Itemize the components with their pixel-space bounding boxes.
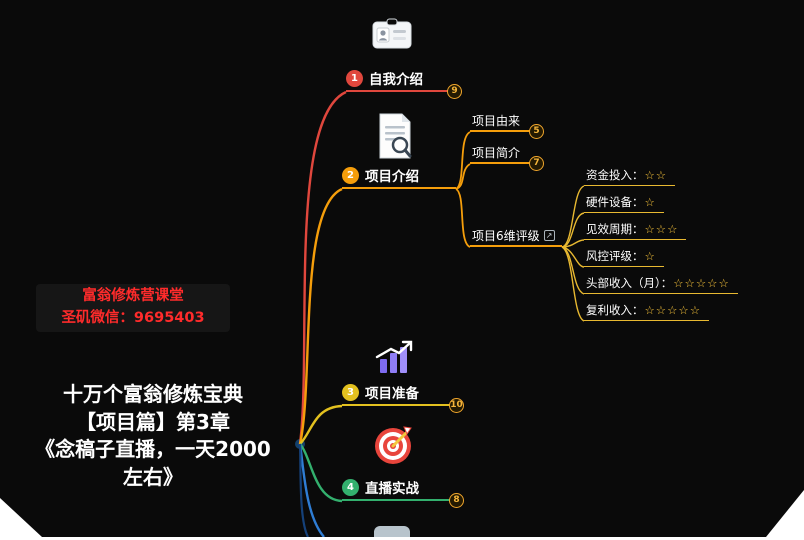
rating-risk[interactable]: 风控评级： ☆ (584, 245, 664, 267)
collapse-badge[interactable]: 7 (529, 156, 544, 171)
collapse-badge[interactable]: 5 (529, 124, 544, 139)
star-rating: ☆☆☆☆☆ (644, 302, 702, 317)
external-link-icon[interactable]: ↗ (543, 229, 555, 241)
subnode-label: 项目6维评级 (472, 228, 540, 243)
rating-hardware[interactable]: 硬件设备： ☆ (584, 191, 664, 213)
rating-label: 资金投入： (586, 167, 644, 182)
star-rating: ☆☆☆ (644, 221, 679, 236)
star-rating: ☆☆ (644, 167, 668, 182)
rating-top-income[interactable]: 头部收入（月）： ☆☆☆☆☆ (584, 272, 738, 294)
title-line4: 左右》 (123, 464, 183, 489)
collapse-badge[interactable]: 10 (449, 398, 464, 413)
star-rating: ☆ (644, 194, 656, 209)
subnode-project-origin[interactable]: 项目由来 5 (470, 110, 544, 139)
rating-label: 见效周期： (586, 221, 644, 236)
node-project-prep[interactable]: 3 项目准备 10 (342, 380, 464, 413)
title-line1: 十万个富翁修炼宝典 (63, 382, 243, 406)
bottom-topic-icon[interactable] (374, 526, 410, 537)
node-label: 项目准备 (365, 386, 419, 402)
chapter-title[interactable]: 十万个富翁修炼宝典 【项目篇】第3章 《念稿子直播，一天2000 左右》 (10, 381, 296, 491)
bar-chart-icon[interactable] (372, 338, 416, 378)
node-project-intro[interactable]: 2 项目介绍 (342, 163, 456, 189)
contact-box[interactable]: 富翁修炼营课堂 圣矶微信：9695403 (36, 284, 230, 332)
rating-speed[interactable]: 见效周期： ☆☆☆ (584, 218, 687, 240)
subnode-project-brief[interactable]: 项目简介 7 (470, 142, 544, 171)
rating-label: 硬件设备： (586, 194, 644, 209)
contact-line1: 富翁修炼营课堂 (82, 288, 184, 305)
node-number-badge: 2 (342, 166, 359, 184)
node-live-practice[interactable]: 4 直播实战 8 (342, 475, 464, 508)
document-search-icon[interactable] (376, 112, 414, 164)
node-label: 自我介绍 (369, 72, 423, 88)
star-rating: ☆ (644, 248, 656, 263)
id-card-icon[interactable] (372, 18, 412, 54)
star-rating: ☆☆☆☆☆ (673, 275, 730, 290)
target-dart-icon[interactable] (372, 423, 416, 471)
node-number-badge: 1 (346, 69, 363, 87)
title-line3: 《念稿子直播，一天2000 (35, 437, 271, 462)
rating-compound-income[interactable]: 复利收入： ☆☆☆☆☆ (584, 299, 710, 321)
rating-label: 风控评级： (586, 248, 644, 263)
collapse-badge[interactable]: 9 (447, 84, 462, 99)
title-line2: 【项目篇】第3章 (76, 409, 230, 434)
node-label: 项目介绍 (365, 169, 419, 185)
subnode-label: 项目简介 (472, 145, 521, 160)
node-label: 直播实战 (365, 481, 419, 497)
node-self-intro[interactable]: 1 自我介绍 9 (346, 66, 462, 99)
rating-capital[interactable]: 资金投入： ☆☆ (584, 164, 676, 186)
subnode-6d-rating[interactable]: 项目6维评级 ↗ (470, 225, 562, 247)
rating-label: 头部收入（月）： (586, 275, 673, 290)
subnode-label: 项目由来 (472, 113, 521, 128)
node-number-badge: 3 (342, 383, 359, 401)
rating-label: 复利收入： (586, 302, 644, 317)
collapse-badge[interactable]: 8 (449, 493, 464, 508)
contact-line2: 圣矶微信：9695403 (61, 310, 205, 326)
node-number-badge: 4 (342, 478, 359, 496)
